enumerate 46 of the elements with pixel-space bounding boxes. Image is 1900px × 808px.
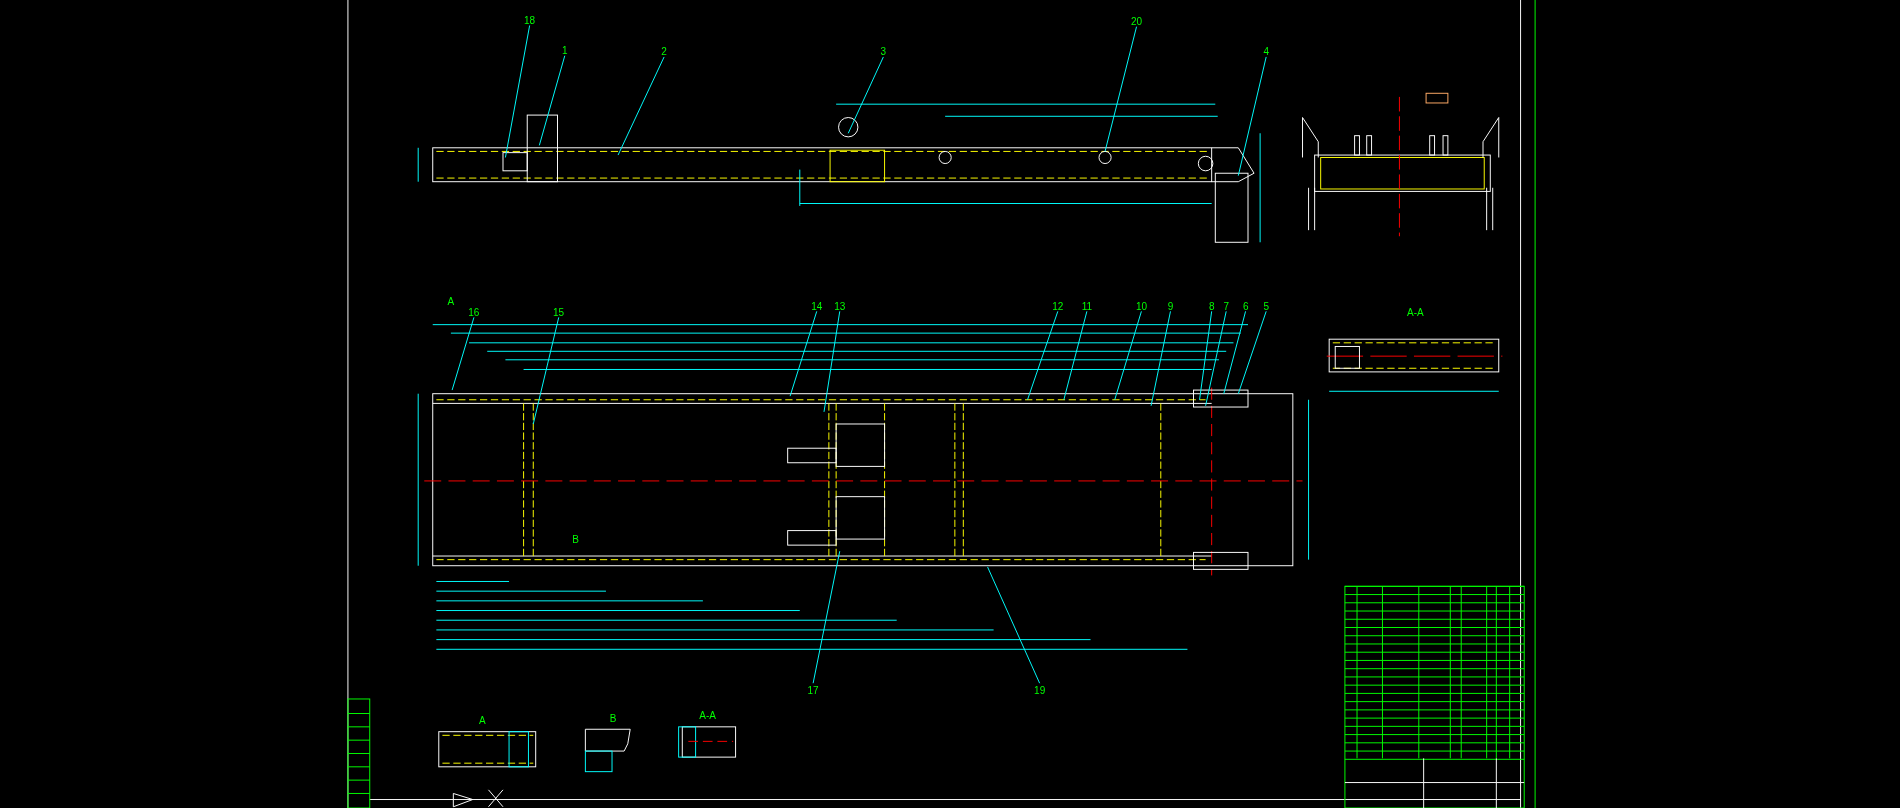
leader-line: [1104, 26, 1138, 152]
callout-number: 18: [522, 14, 537, 26]
callout-number: 5: [1262, 300, 1271, 312]
leader-line: [1199, 310, 1213, 401]
callout-number: 4: [1262, 46, 1271, 58]
leader-line: [987, 566, 1041, 684]
view-label: A-A: [698, 710, 717, 722]
leader-line: [532, 316, 560, 425]
callout-number: 19: [1033, 684, 1047, 696]
callout-number: 9: [1166, 300, 1175, 312]
callout-number: 15: [552, 306, 566, 318]
leader-line: [1237, 56, 1267, 177]
callout-number: 2: [660, 46, 668, 58]
view-label: A: [446, 295, 456, 307]
callout-number: 12: [1051, 300, 1065, 312]
leader-line: [617, 56, 665, 156]
callout-number: 20: [1130, 15, 1144, 27]
leader-line: [504, 24, 531, 158]
leader-line: [847, 56, 884, 134]
leader-line: [1114, 310, 1142, 401]
callout-number: 7: [1222, 300, 1231, 312]
callout-number: 11: [1080, 300, 1094, 312]
callout-number: 13: [833, 300, 847, 312]
leader-line: [1150, 310, 1171, 407]
leader-line: [789, 310, 818, 397]
callout-number: 6: [1241, 300, 1250, 312]
leader-line: [1223, 310, 1247, 395]
leader-line: [1027, 310, 1059, 401]
leader-line: [823, 310, 841, 413]
callout-number: 14: [810, 300, 824, 312]
view-label: B: [608, 712, 618, 724]
view-label: B: [571, 534, 580, 546]
leader-line: [1063, 310, 1088, 401]
callout-number: 17: [806, 684, 820, 696]
view-label: A-A: [1405, 306, 1425, 318]
callout-number: 10: [1134, 300, 1148, 312]
leader-line: [451, 316, 475, 391]
callout-number: 3: [879, 46, 888, 58]
leader-line: [538, 55, 566, 146]
callout-number: 8: [1207, 300, 1216, 312]
leader-line: [1205, 310, 1227, 407]
leader-line: [812, 550, 841, 684]
leader-line: [1237, 310, 1267, 395]
callout-number: 1: [560, 44, 569, 56]
view-label: A: [477, 714, 487, 726]
callout-number: 16: [467, 306, 481, 318]
